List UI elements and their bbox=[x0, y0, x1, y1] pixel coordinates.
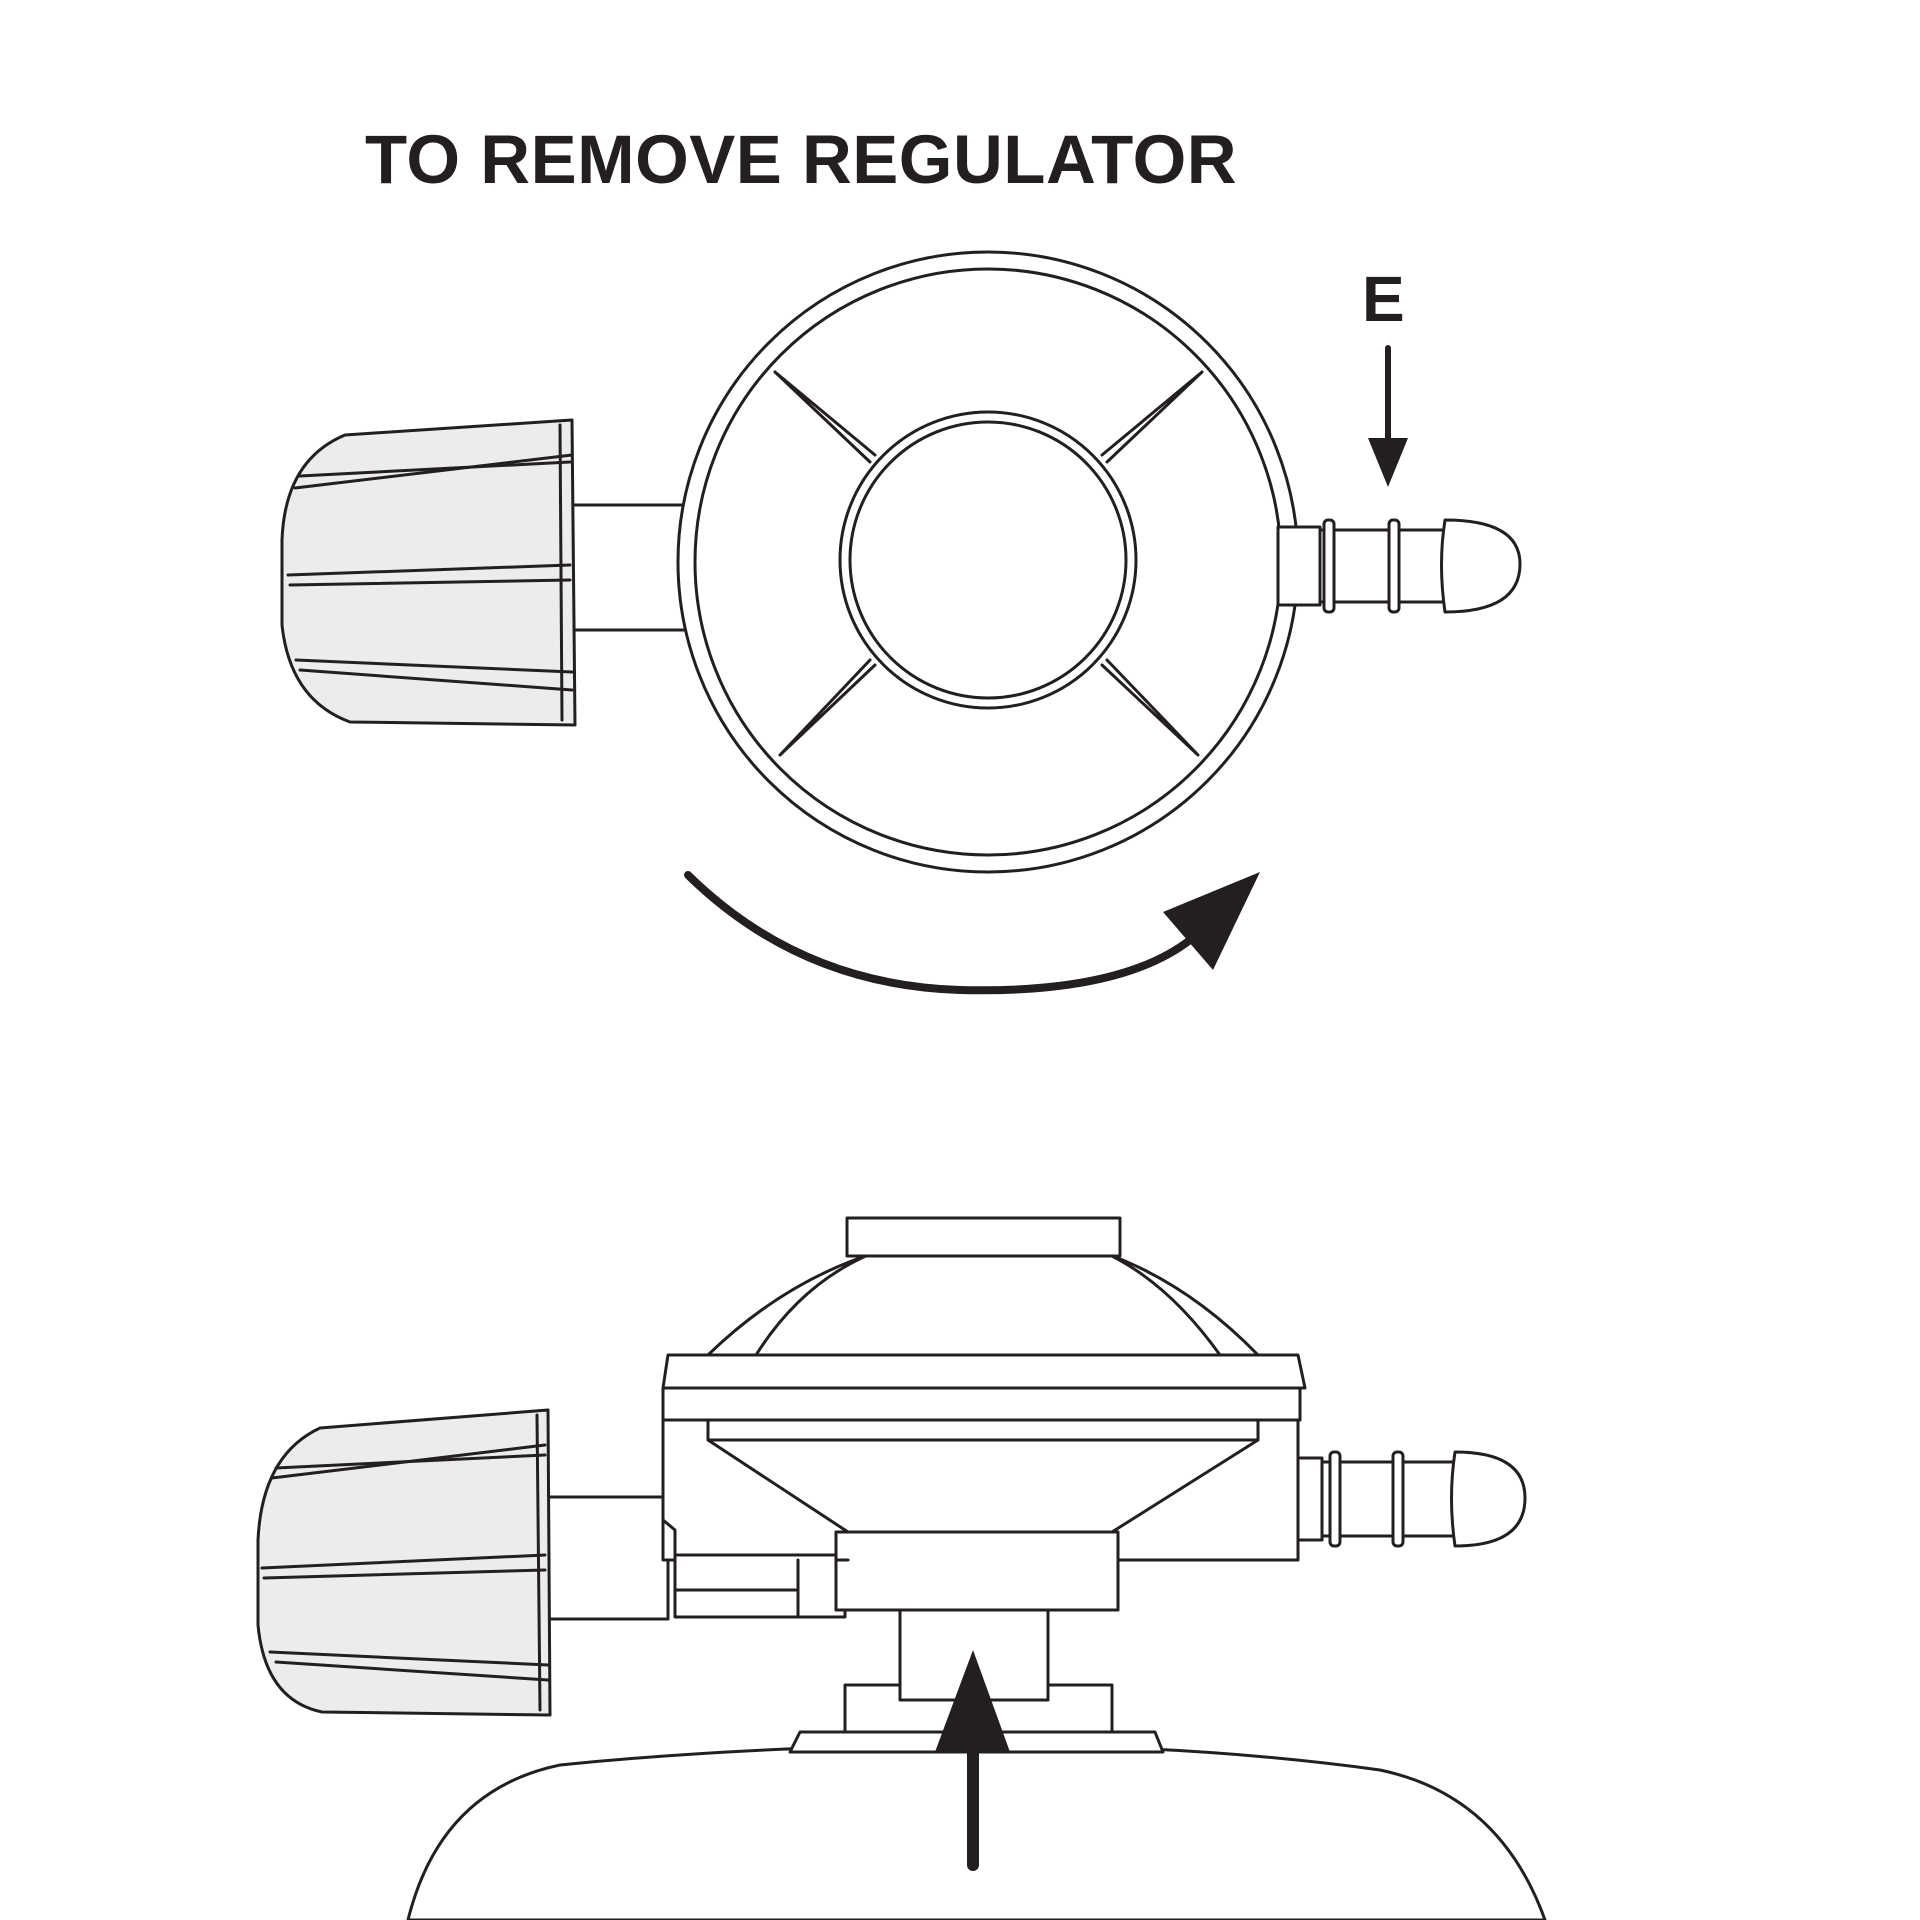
regulator-spokes bbox=[773, 370, 1204, 757]
top-outlet-nozzle bbox=[1276, 518, 1522, 614]
arrow-down-icon bbox=[1368, 345, 1408, 487]
arrow-up-icon bbox=[935, 1650, 1010, 1871]
rotate-clockwise-arrow-icon bbox=[684, 871, 1260, 995]
regulator-cap bbox=[845, 1216, 1122, 1258]
regulator-dome bbox=[706, 1253, 1260, 1357]
regulator-lower-body bbox=[834, 1530, 1120, 1612]
regulator-side-view bbox=[256, 1216, 1547, 1920]
diagram-title: TO REMOVE REGULATOR bbox=[365, 121, 1238, 198]
regulator-flange bbox=[661, 1353, 1307, 1390]
side-latch bbox=[673, 1553, 847, 1619]
regulator-hub-inner bbox=[848, 420, 1128, 700]
side-knob bbox=[256, 1408, 552, 1717]
top-knob-stem bbox=[563, 503, 687, 632]
regulator-hub-outer bbox=[838, 410, 1138, 710]
regulator-flange-band bbox=[661, 1386, 1302, 1422]
side-knob-stem bbox=[538, 1495, 670, 1621]
side-outlet-nozzle bbox=[1296, 1450, 1527, 1548]
top-knob bbox=[280, 418, 577, 727]
callout-label-e: E bbox=[1362, 263, 1405, 335]
regulator-top-view bbox=[280, 250, 1522, 874]
